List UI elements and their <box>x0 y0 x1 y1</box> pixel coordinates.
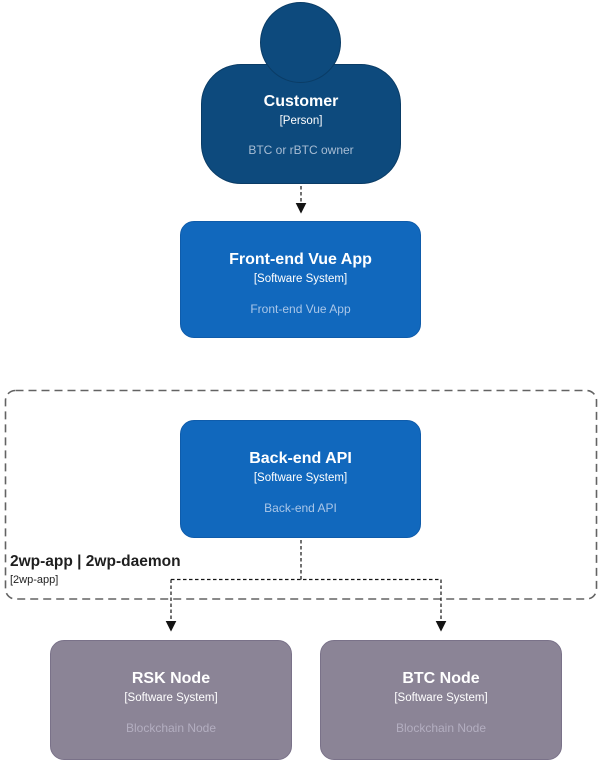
person-head-icon <box>260 2 341 83</box>
node-title: RSK Node <box>131 670 211 687</box>
boundary-subtitle: [2wp-app] <box>10 574 59 587</box>
node-frontend-vue-app: Front-end Vue App [Software System] Fron… <box>180 221 421 338</box>
node-title: Customer <box>263 93 339 110</box>
node-subtitle: [Person] <box>279 115 323 127</box>
node-subtitle: [Software System] <box>253 472 348 485</box>
node-description: Blockchain Node <box>395 721 487 736</box>
node-subtitle: [Software System] <box>394 692 488 705</box>
node-customer: Customer [Person] BTC or rBTC owner <box>201 64 401 184</box>
node-description: Blockchain Node <box>125 721 217 736</box>
node-title: Front-end Vue App <box>229 251 372 268</box>
boundary-2wp-app <box>4 389 598 600</box>
node-description: BTC or rBTC owner <box>248 143 354 157</box>
node-rsk: RSK Node [Software System] Blockchain No… <box>50 640 292 760</box>
node-subtitle: [Software System] <box>124 692 218 705</box>
node-btc: BTC Node [Software System] Blockchain No… <box>320 640 562 760</box>
node-subtitle: [Software System] <box>253 273 348 286</box>
node-title: Back-end API <box>249 450 352 467</box>
boundary-title: 2wp-app | 2wp-daemon <box>10 553 181 570</box>
node-title: BTC Node <box>402 670 480 687</box>
boundary-label: 2wp-app | 2wp-daemon [2wp-app] <box>10 553 181 586</box>
node-description: Back-end API <box>264 501 337 516</box>
node-backend-api: Back-end API [Software System] Back-end … <box>180 420 421 538</box>
node-description: Front-end Vue App <box>250 302 351 317</box>
